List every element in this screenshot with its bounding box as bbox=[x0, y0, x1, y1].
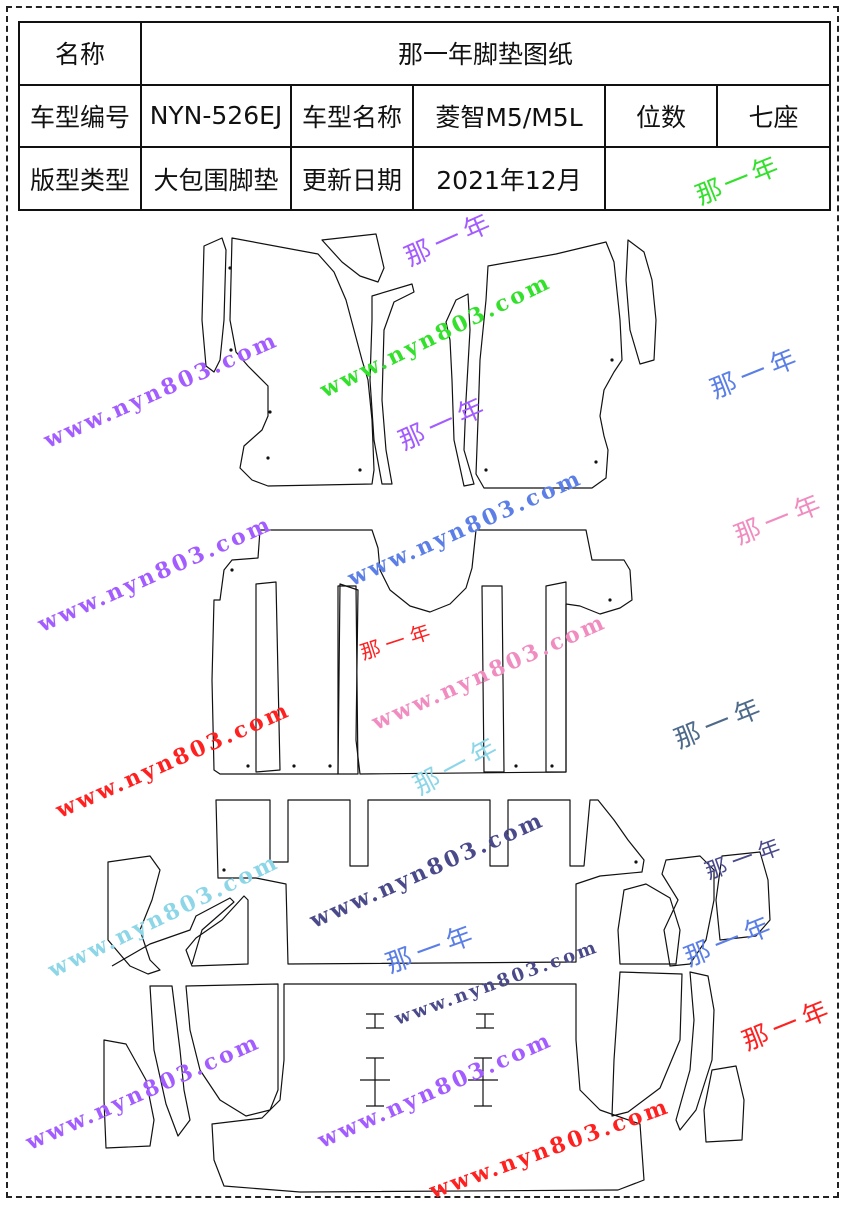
title-label: 名称 bbox=[18, 21, 142, 86]
date-label: 更新日期 bbox=[290, 146, 414, 211]
right-rear-arch-piece bbox=[617, 883, 681, 965]
spec-row-model: 车型编号 NYN-526EJ 车型名称 菱智M5/M5L 位数 七座 bbox=[18, 83, 832, 149]
spec-row-type: 版型类型 大包围脚垫 更新日期 2021年12月 那一年 bbox=[18, 146, 832, 212]
code-label: 车型编号 bbox=[18, 83, 142, 149]
center-tunnel-right-strip bbox=[445, 293, 475, 487]
type-value: 大包围脚垫 bbox=[140, 146, 292, 211]
second-row-right-foot-slot bbox=[481, 585, 505, 773]
title-value: 那一年脚垫图纸 bbox=[139, 21, 832, 86]
right-cargo-outer-piece bbox=[703, 1065, 745, 1143]
right-rear-side-piece bbox=[715, 851, 771, 941]
second-row-far-right-slot bbox=[545, 581, 567, 773]
left-cargo-arch-piece bbox=[185, 983, 279, 1117]
second-row-mat-group bbox=[211, 529, 633, 775]
date-value: 2021年12月 bbox=[412, 146, 606, 211]
anchor-mark-right-top bbox=[476, 1013, 494, 1029]
seats-label: 位数 bbox=[604, 83, 718, 149]
passenger-front-mat bbox=[475, 241, 623, 489]
cargo-mat-group bbox=[103, 971, 745, 1193]
third-row-comb-mat bbox=[215, 799, 645, 965]
anchor-mark-left-top bbox=[366, 1013, 384, 1029]
spec-row-title: 名称 那一年脚垫图纸 bbox=[18, 21, 832, 86]
type-label: 版型类型 bbox=[18, 146, 142, 211]
spec-table: 名称 那一年脚垫图纸 车型编号 NYN-526EJ 车型名称 菱智M5/M5L … bbox=[18, 21, 832, 212]
third-row-mat-group bbox=[107, 799, 771, 975]
code-value: NYN-526EJ bbox=[140, 83, 292, 149]
page-border bbox=[6, 6, 839, 1198]
cell-watermark: 那一年 bbox=[603, 146, 832, 212]
mounting-holes bbox=[222, 266, 638, 872]
second-row-main-mat bbox=[211, 529, 633, 775]
second-row-center-foot-slot bbox=[337, 585, 359, 775]
left-cargo-outer-piece bbox=[103, 1039, 155, 1149]
left-rear-arch-piece bbox=[185, 895, 249, 967]
center-tunnel-top-piece bbox=[321, 233, 385, 283]
model-value: 菱智M5/M5L bbox=[412, 83, 606, 149]
seats-value: 七座 bbox=[715, 83, 832, 149]
anchor-mark-left-bottom bbox=[360, 1057, 390, 1107]
driver-front-mat bbox=[229, 237, 375, 487]
right-cargo-side-piece bbox=[675, 971, 715, 1131]
left-rear-arch-small-piece bbox=[107, 855, 161, 975]
center-tunnel-left-strip bbox=[369, 283, 415, 485]
front-mats-group bbox=[201, 233, 657, 489]
anchor-mark-right-bottom bbox=[468, 1057, 498, 1107]
left-rear-outer-curve bbox=[111, 897, 235, 967]
model-label: 车型名称 bbox=[290, 83, 414, 149]
right-rear-arch-small-piece bbox=[661, 855, 715, 967]
left-cargo-side-piece bbox=[149, 985, 191, 1137]
passenger-side-strip-piece bbox=[625, 239, 657, 365]
right-cargo-arch-piece bbox=[611, 971, 683, 1117]
driver-side-strip-piece bbox=[201, 237, 227, 373]
second-row-left-foot-slot bbox=[255, 581, 281, 773]
